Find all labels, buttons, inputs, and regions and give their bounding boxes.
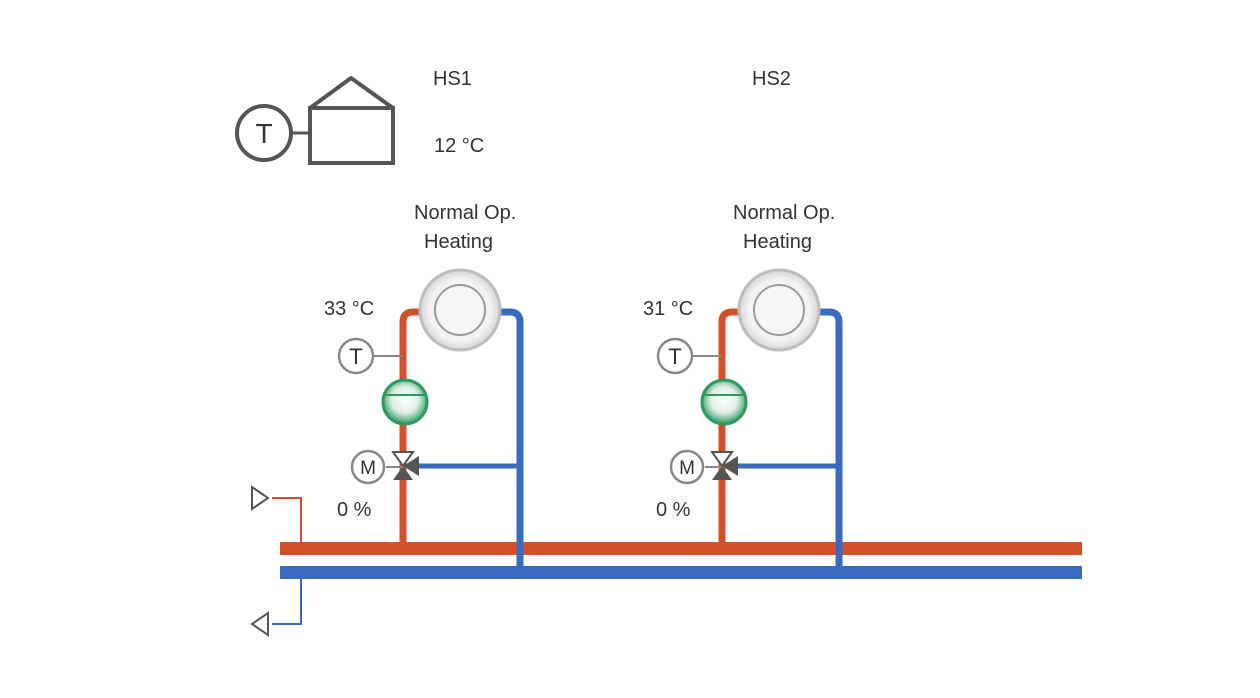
pump-icon bbox=[700, 378, 748, 426]
main-supply-pipe bbox=[280, 542, 1082, 555]
valve-position: 0 % bbox=[656, 499, 691, 521]
outdoor-sensor-symbol: T bbox=[255, 118, 272, 149]
flow-temperature: 33 °C bbox=[324, 298, 374, 320]
flow-temperature: 31 °C bbox=[643, 298, 693, 320]
heating-circuit-hs2[interactable]: HS2 Normal Op. Heating 31 °C T M bbox=[643, 68, 843, 566]
return-outlet-icon bbox=[250, 611, 269, 637]
circuit-status-mode: Normal Op. bbox=[414, 202, 516, 224]
actuator-symbol: M bbox=[679, 458, 695, 479]
valve-actuator-icon: M bbox=[350, 449, 403, 485]
outdoor-temperature: 12 °C bbox=[434, 135, 484, 157]
valve-position: 0 % bbox=[337, 499, 372, 521]
radiator-icon bbox=[418, 268, 502, 352]
circuit-status-state: Heating bbox=[743, 231, 812, 253]
heating-circuit-hs1[interactable]: HS1 Normal Op. Heating 33 °C T bbox=[324, 68, 524, 566]
mixing-valve-icon bbox=[710, 451, 738, 480]
temperature-sensor-icon: T bbox=[656, 337, 722, 375]
return-feed-line bbox=[272, 572, 302, 625]
circuit-status-mode: Normal Op. bbox=[733, 202, 835, 224]
circuit-name: HS2 bbox=[752, 68, 791, 90]
temperature-sensor-icon: T bbox=[337, 337, 403, 375]
circuit-status-state: Heating bbox=[424, 231, 493, 253]
actuator-symbol: M bbox=[360, 458, 376, 479]
mixing-valve-icon bbox=[391, 451, 419, 480]
pump-icon bbox=[381, 378, 429, 426]
sensor-symbol: T bbox=[349, 344, 362, 369]
supply-inlet-icon bbox=[251, 485, 270, 511]
house-icon bbox=[308, 76, 395, 165]
main-pipes bbox=[250, 485, 1082, 637]
radiator-icon bbox=[737, 268, 821, 352]
supply-feed-line bbox=[272, 497, 302, 548]
circuit-name: HS1 bbox=[433, 68, 472, 90]
valve-actuator-icon: M bbox=[669, 449, 722, 485]
sensor-symbol: T bbox=[668, 344, 681, 369]
outdoor-sensor: T bbox=[235, 104, 309, 162]
main-return-pipe bbox=[280, 566, 1082, 579]
